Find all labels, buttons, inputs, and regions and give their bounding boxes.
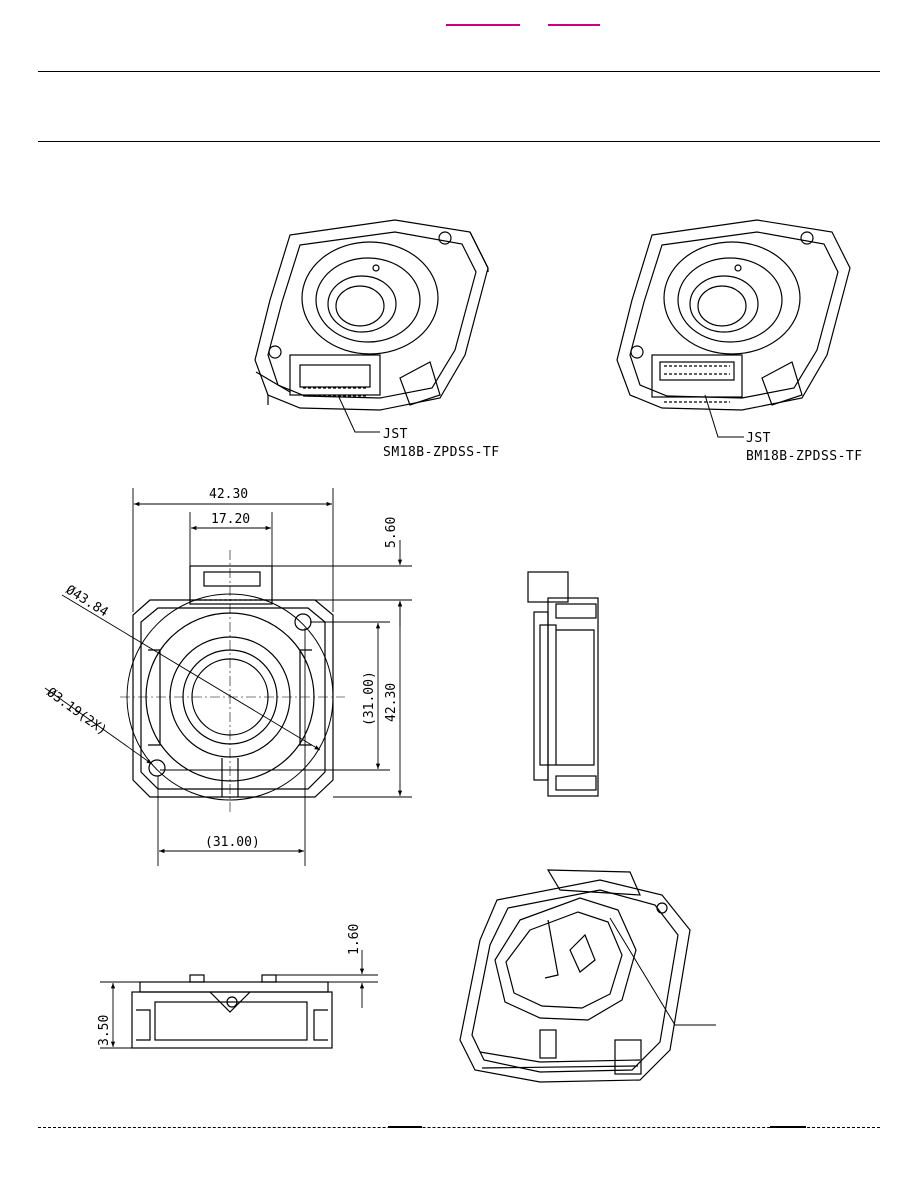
dim-height-overall: 42.30 bbox=[384, 683, 399, 722]
dim-thickness: 3.50 bbox=[97, 1015, 112, 1046]
iso-view-bm bbox=[616, 219, 851, 411]
header-rule-top bbox=[38, 71, 880, 72]
footer-mark-right bbox=[770, 1126, 806, 1128]
dim-hole-diameter: Ø3.19(2X) bbox=[44, 685, 110, 739]
iso-rear-view bbox=[459, 869, 691, 1083]
iso-view-sm bbox=[254, 219, 489, 411]
connector-right-part: BM18B-ZPDSS-TF bbox=[746, 449, 863, 464]
dim-width-overall: 42.30 bbox=[209, 487, 248, 502]
header-rule-bottom bbox=[38, 141, 880, 142]
connector-right-vendor: JST bbox=[746, 431, 771, 446]
right-side-view bbox=[527, 571, 599, 797]
header-link-1[interactable] bbox=[446, 24, 520, 26]
dim-boss-height: 1.60 bbox=[347, 924, 362, 955]
dim-outer-diameter: Ø43.84 bbox=[63, 583, 111, 621]
bottom-side-view bbox=[131, 974, 333, 1049]
header-link-2[interactable] bbox=[548, 24, 600, 26]
dim-connector-protrusion: 5.60 bbox=[384, 517, 399, 548]
footer-rule bbox=[38, 1127, 880, 1128]
connector-left-vendor: JST bbox=[383, 427, 408, 442]
dim-connector-width: 17.20 bbox=[211, 512, 250, 527]
footer-mark-left bbox=[388, 1126, 422, 1128]
connector-left-part: SM18B-ZPDSS-TF bbox=[383, 445, 500, 460]
dim-hole-spacing-horizontal: (31.00) bbox=[205, 835, 260, 850]
dim-hole-spacing-vertical: (31.00) bbox=[362, 671, 377, 726]
